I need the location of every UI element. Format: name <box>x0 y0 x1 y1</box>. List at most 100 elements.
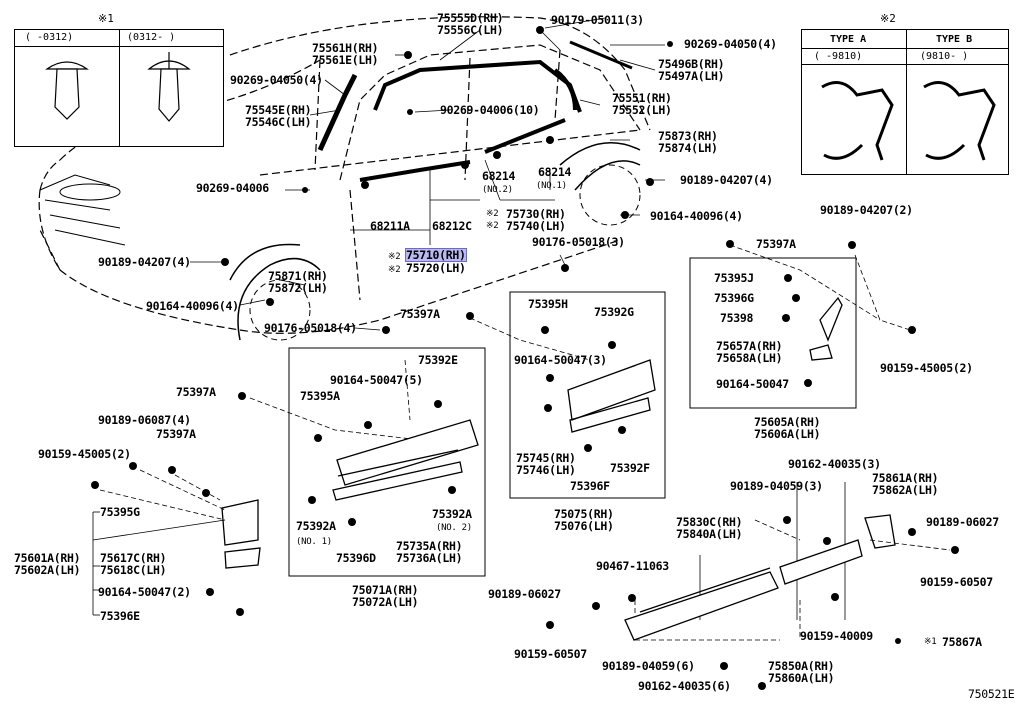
label-90467: 90467-11063 <box>596 559 669 573</box>
label-75740: 75740(LH) <box>506 219 566 233</box>
dashed-leaders <box>99 244 951 641</box>
label-75860A: 75860A(LH) <box>768 671 835 685</box>
label-75745: 75745(RH) <box>516 451 576 465</box>
label-75397A-a: 75397A <box>756 237 796 251</box>
label-75850A: 75850A(RH) <box>768 659 835 673</box>
label-68211A: 68211A <box>370 219 410 233</box>
label-90164-b: 90164-40096(4) <box>146 299 239 313</box>
label-75071A: 75071A(RH) <box>352 583 419 597</box>
label-75546C: 75546C(LH) <box>245 115 312 129</box>
label-90189-c: 90189-04207(2) <box>820 203 913 217</box>
wheel-arches <box>229 142 641 341</box>
label-75830C: 75830C(RH) <box>676 515 743 529</box>
label-75735A: 75735A(RH) <box>396 539 463 553</box>
label-90189-g: 90189-06027 <box>488 587 561 601</box>
label-75396D: 75396D <box>336 551 376 565</box>
label-75861A: 75861A(RH) <box>872 471 939 485</box>
car-body-outline <box>38 16 651 334</box>
note-mark-1: ※1 <box>98 12 114 25</box>
door-molding-front <box>332 419 479 501</box>
label-90269-b: 90269-04050(4) <box>230 73 323 87</box>
label-75552: 75552(LH) <box>612 103 672 117</box>
label-75497A: 75497A(LH) <box>658 69 725 83</box>
rocker-moldings <box>624 514 896 641</box>
label-75076: 75076(LH) <box>554 519 614 533</box>
label-68214-no2: 68214 <box>482 169 516 183</box>
note-mark-75730: ※2 <box>486 209 499 219</box>
label-75545E: 75545E(RH) <box>245 103 312 117</box>
label-75555D: 75555D(RH) <box>437 11 504 25</box>
label-75392G: 75392G <box>594 305 634 319</box>
label-90162-a: 90162-40035(3) <box>788 457 881 471</box>
front-details <box>39 174 126 246</box>
label-75617C: 75617C(RH) <box>100 551 167 565</box>
label-75730: 75730(RH) <box>506 207 566 221</box>
label-75395G: 75395G <box>100 505 140 519</box>
label-75871: 75871(RH) <box>268 269 328 283</box>
label-75072A: 75072A(LH) <box>352 595 419 609</box>
label-75736A: 75736A(LH) <box>396 551 463 565</box>
label-75561H: 75561H(RH) <box>312 41 379 55</box>
label-90189-d: 90189-06087(4) <box>98 413 191 427</box>
label-75710-highlighted[interactable]: 75710(RH) <box>405 248 467 262</box>
label-90164-c: 90164-50047(3) <box>514 353 607 367</box>
label-68214-no2-note: (NO.2) <box>482 185 513 195</box>
label-90189-e: 90189-04059(3) <box>730 479 823 493</box>
label-90162-b: 90162-40035(6) <box>638 679 731 693</box>
diagram-id: 750521E <box>968 687 1015 701</box>
inset1-col1: ( -0312) <box>25 32 74 43</box>
label-75862A: 75862A(LH) <box>872 483 939 497</box>
window-moldings <box>317 40 633 182</box>
note-mark-75740: ※2 <box>486 221 499 231</box>
rear-wheel <box>579 164 641 226</box>
label-75657A: 75657A(RH) <box>716 339 783 353</box>
label-90164-a: 90164-40096(4) <box>650 209 743 223</box>
label-90189-b: 90189-04207(4) <box>98 255 191 269</box>
label-90176-a: 90176-05018(3) <box>532 235 625 249</box>
label-90164-d: 90164-50047(5) <box>330 373 423 387</box>
mud-guard <box>221 499 261 569</box>
label-90159-e: 90159-40009 <box>800 629 873 643</box>
label-90164-f: 90164-50047(2) <box>98 585 191 599</box>
label-75551: 75551(RH) <box>612 91 672 105</box>
label-90269-d: 90269-04006 <box>196 181 269 195</box>
inset-type-variants: TYPE A TYPE B ( -9810) (9810- ) <box>801 29 1009 175</box>
label-90159-b: 90159-45005(2) <box>38 447 131 461</box>
inset2-type-b-range: (9810- ) <box>920 51 969 62</box>
label-75397A-d: 75397A <box>156 427 196 441</box>
note-mark-2: ※2 <box>880 12 896 25</box>
label-75392A-no2: 75392A <box>432 507 472 521</box>
inset2-type-a-range: ( -9810) <box>814 51 863 62</box>
label-75397A-c: 75397A <box>176 385 216 399</box>
label-90189-h: 90189-06027 <box>926 515 999 529</box>
label-75392F: 75392F <box>610 461 650 475</box>
inset1-clips <box>45 52 191 122</box>
label-75396G: 75396G <box>714 291 754 305</box>
label-75606A: 75606A(LH) <box>754 427 821 441</box>
inset1-col2: (0312- ) <box>127 32 176 43</box>
label-75392A-no1: 75392A <box>296 519 336 533</box>
label-75605A: 75605A(RH) <box>754 415 821 429</box>
label-75867A: 75867A <box>942 635 982 649</box>
label-75396F: 75396F <box>570 479 610 493</box>
label-75556C: 75556C(LH) <box>437 23 504 37</box>
label-75840A: 75840A(LH) <box>676 527 743 541</box>
label-75395H: 75395H <box>528 297 568 311</box>
label-90189-f: 90189-04059(6) <box>602 659 695 673</box>
group-box-75071 <box>288 347 486 577</box>
label-90164-e: 90164-50047 <box>716 377 789 391</box>
label-68212C: 68212C <box>432 219 472 233</box>
label-90159-c: 90159-60507 <box>514 647 587 661</box>
inset2-type-b: TYPE B <box>936 34 973 45</box>
note-mark-75710: ※2 <box>388 252 401 262</box>
label-90189-a: 90189-04207(4) <box>680 173 773 187</box>
inset2-brackets <box>821 81 996 161</box>
label-75601A: 75601A(RH) <box>14 551 81 565</box>
label-75396E: 75396E <box>100 609 140 623</box>
label-90176-b: 90176-05018(4) <box>264 321 357 335</box>
group-box-75075 <box>509 291 666 499</box>
label-75392A-no2-note: (NO. 2) <box>436 523 472 533</box>
label-75395J: 75395J <box>714 271 754 285</box>
